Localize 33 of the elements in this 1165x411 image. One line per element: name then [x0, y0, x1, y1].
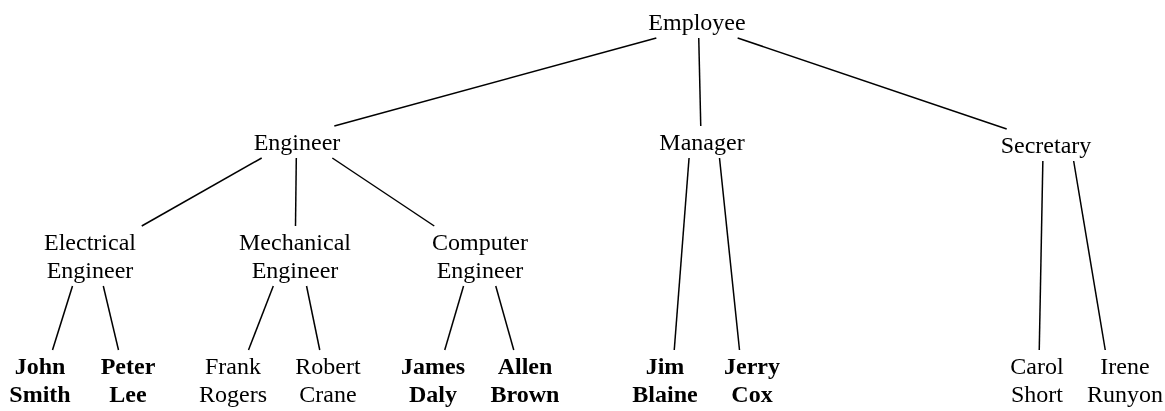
connector-line [1038, 160, 1044, 351]
node-label: Mechanical Engineer [238, 228, 352, 284]
node-label: Manager [659, 128, 745, 156]
node-label: Engineer [253, 128, 341, 156]
connector-line [736, 37, 1008, 130]
connector-line [294, 157, 298, 227]
node-label: Jerry Cox [723, 352, 781, 408]
node-label: Frank Rogers [198, 352, 268, 408]
node-label: Computer Engineer [431, 228, 529, 284]
node-label: Carol Short [1009, 352, 1065, 408]
node-label: Jim Blaine [631, 352, 699, 408]
connector-line [141, 157, 263, 227]
connector-line [444, 285, 465, 351]
node-label: John Smith [8, 352, 72, 408]
node-label: Electrical Engineer [43, 228, 137, 284]
node-label: Secretary [1000, 131, 1092, 159]
node-label: Peter Lee [99, 352, 157, 408]
connector-line [102, 285, 120, 351]
connector-line [718, 157, 741, 351]
connector-line [305, 285, 321, 351]
connector-line [1072, 160, 1106, 351]
node-label: James Daly [400, 352, 466, 408]
node-label: Robert Crane [294, 352, 362, 408]
connector-line [698, 37, 702, 127]
connector-line [333, 37, 658, 127]
connector-line [247, 285, 275, 351]
node-label: Employee [648, 8, 746, 36]
connector-line [495, 285, 515, 351]
connector-line [673, 157, 690, 351]
node-label: Irene Runyon [1086, 352, 1164, 408]
connector-line [331, 157, 435, 227]
node-label: Allen Brown [489, 352, 561, 408]
connector-line [51, 285, 74, 351]
